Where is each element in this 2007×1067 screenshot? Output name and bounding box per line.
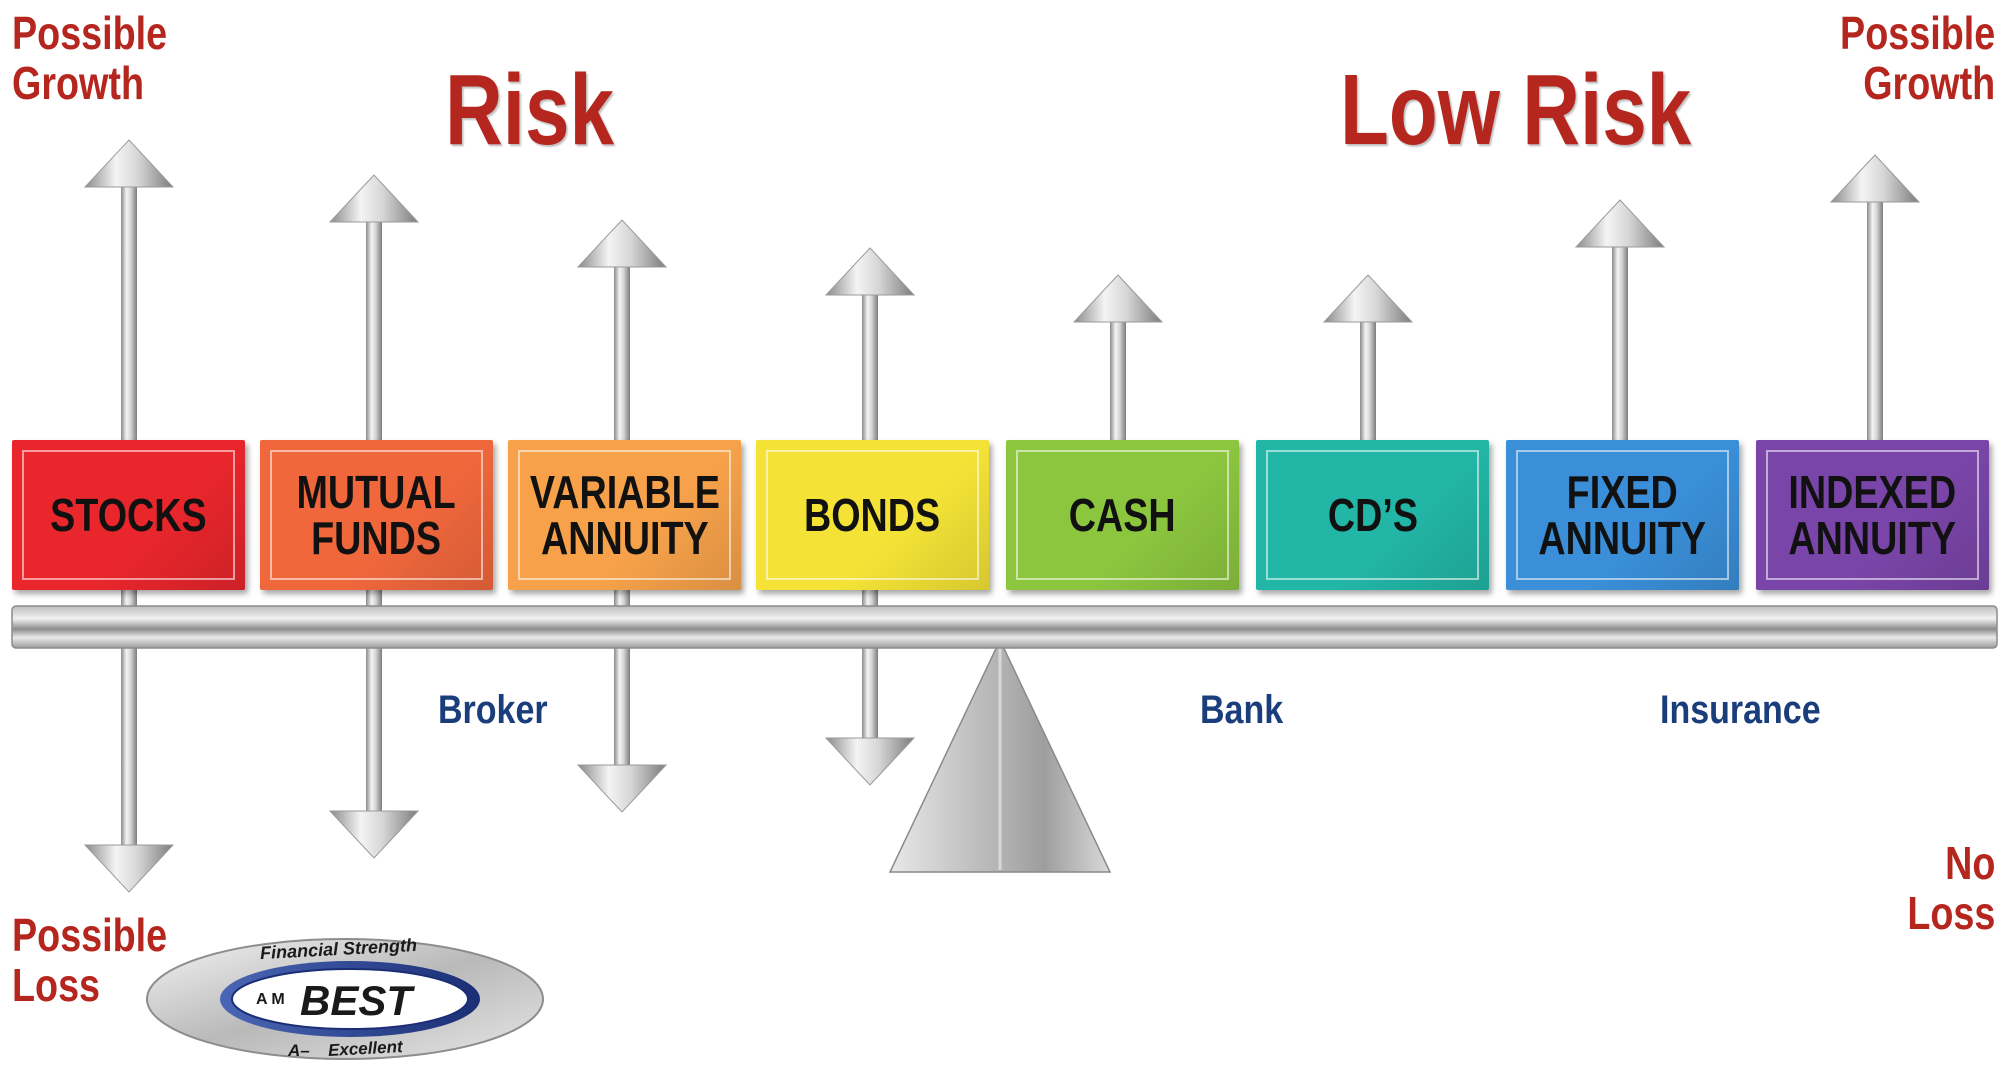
indexed-annuity-arrow-shaft bbox=[1867, 190, 1883, 450]
possible-growth-label-right: Possible Growth bbox=[1840, 8, 1995, 108]
product-label: CD’S bbox=[1327, 489, 1418, 541]
product-card-fixed-annuity: FIXED ANNUITY bbox=[1506, 440, 1739, 590]
cds-arrow-shaft bbox=[1360, 310, 1376, 450]
corner-line: Growth bbox=[12, 57, 145, 109]
product-label: BONDS bbox=[804, 489, 941, 541]
broker-label: Broker bbox=[438, 688, 548, 732]
cash-arrow-shaft bbox=[1110, 310, 1126, 450]
badge-rating-text: Excellent bbox=[327, 1037, 404, 1060]
up-arrow-icon bbox=[576, 219, 668, 268]
down-arrow-icon bbox=[824, 737, 916, 786]
possible-loss-label: Possible Loss bbox=[12, 910, 167, 1010]
card-border bbox=[766, 450, 979, 580]
no-loss-label: No Loss bbox=[1907, 838, 1995, 938]
badge-brand: BEST bbox=[300, 977, 413, 1024]
card-border bbox=[1266, 450, 1479, 580]
product-label: INDEXED ANNUITY bbox=[1788, 466, 1957, 564]
badge-rating: A– bbox=[288, 1041, 310, 1060]
corner-line: Possible bbox=[12, 7, 168, 59]
product-card-cds: CD’S bbox=[1256, 440, 1489, 590]
product-card-mutual-funds: MUTUAL FUNDS bbox=[260, 440, 493, 590]
product-label: STOCKS bbox=[50, 489, 207, 541]
possible-growth-label-left: Possible Growth bbox=[12, 8, 167, 108]
up-arrow-icon bbox=[83, 139, 175, 188]
fixed-annuity-arrow-shaft bbox=[1612, 235, 1628, 450]
product-card-bonds: BONDS bbox=[756, 440, 989, 590]
card-border bbox=[1016, 450, 1229, 580]
up-arrow-icon bbox=[1829, 154, 1921, 203]
balance-beam bbox=[11, 605, 1998, 649]
badge-ellipse bbox=[146, 938, 544, 1060]
corner-line: Possible bbox=[1839, 7, 1995, 59]
down-arrow-icon bbox=[83, 844, 175, 893]
card-border bbox=[1516, 450, 1729, 580]
product-label: VARIABLE ANNUITY bbox=[529, 466, 720, 564]
corner-line: Loss bbox=[1906, 887, 1995, 939]
product-label: CASH bbox=[1069, 489, 1176, 541]
up-arrow-icon bbox=[328, 174, 420, 223]
corner-line: No bbox=[1944, 837, 1995, 889]
corner-line: Loss bbox=[12, 959, 101, 1011]
product-label: FIXED ANNUITY bbox=[1538, 466, 1707, 564]
product-card-variable-annuity: VARIABLE ANNUITY bbox=[508, 440, 741, 590]
low-risk-heading: Low Risk bbox=[1340, 54, 1692, 166]
corner-line: Growth bbox=[1862, 57, 1995, 109]
card-border bbox=[1766, 450, 1979, 580]
product-card-cash: CASH bbox=[1006, 440, 1239, 590]
card-border bbox=[22, 450, 235, 580]
up-arrow-icon bbox=[1574, 199, 1666, 248]
card-border bbox=[270, 450, 483, 580]
badge-brand-small: A M bbox=[256, 991, 285, 1008]
corner-line: Possible bbox=[12, 909, 168, 961]
card-border bbox=[518, 450, 731, 580]
up-arrow-icon bbox=[1322, 274, 1414, 323]
product-label: MUTUAL FUNDS bbox=[296, 466, 457, 564]
product-card-indexed-annuity: INDEXED ANNUITY bbox=[1756, 440, 1989, 590]
risk-heading: Risk bbox=[445, 54, 614, 166]
up-arrow-icon bbox=[1072, 274, 1164, 323]
bank-label: Bank bbox=[1200, 688, 1284, 732]
up-arrow-icon bbox=[824, 247, 916, 296]
down-arrow-icon bbox=[576, 764, 668, 813]
product-card-stocks: STOCKS bbox=[12, 440, 245, 590]
down-arrow-icon bbox=[328, 810, 420, 859]
insurance-label: Insurance bbox=[1660, 688, 1821, 732]
am-best-rating-badge: Financial Strength A M BEST A– Excellent bbox=[140, 935, 550, 1063]
